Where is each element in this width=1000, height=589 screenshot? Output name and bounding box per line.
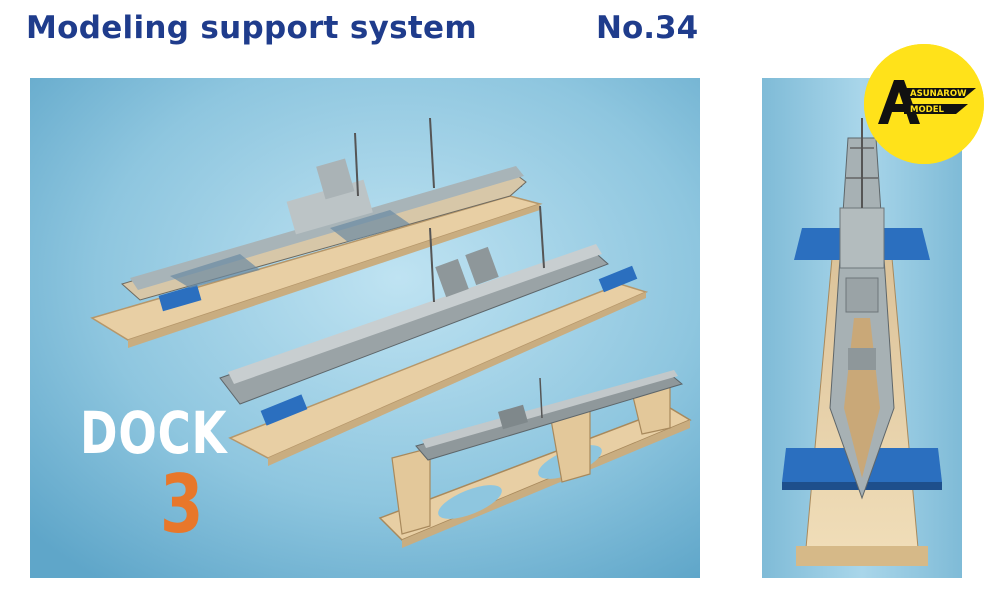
logo-arrow-bottom <box>904 104 968 114</box>
main-product-photo <box>30 78 700 578</box>
issue-number: No.34 <box>596 10 699 46</box>
logo-arrow-top <box>904 88 976 98</box>
ship-docks-illustration <box>30 78 700 578</box>
asunarow-model-logo: ASUNAROW MODEL <box>864 44 984 164</box>
dock-label: DOCK <box>80 399 228 467</box>
destroyer-stand <box>378 370 692 548</box>
dock-number: 3 <box>160 458 204 551</box>
logo-text-line1: ASUNAROW <box>910 89 967 99</box>
page-title: Modeling support system <box>26 10 477 46</box>
logo-badge: ASUNAROW MODEL <box>864 44 984 164</box>
cruiser-stand <box>219 205 649 466</box>
battleship-stand <box>90 117 543 348</box>
logo-text-line2: MODEL <box>910 105 945 115</box>
